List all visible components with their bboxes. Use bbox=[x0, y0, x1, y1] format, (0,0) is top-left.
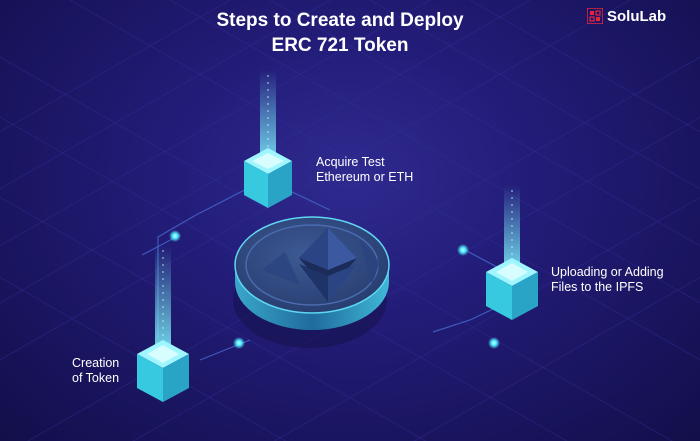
step-label-line: of Token bbox=[72, 371, 120, 385]
step-label-line: Creation bbox=[72, 356, 120, 370]
cube-icon bbox=[244, 148, 292, 208]
brand-name: SoluLab bbox=[607, 7, 667, 25]
glow-dots bbox=[169, 230, 500, 349]
diagram-title: Steps to Create and Deploy ERC 721 Token bbox=[140, 8, 540, 58]
title-line-1: Steps to Create and Deploy bbox=[216, 10, 464, 31]
connector-top-to-coin bbox=[287, 189, 331, 211]
step-label-line: Uploading or Adding bbox=[551, 265, 664, 279]
step-label-line: Acquire Test bbox=[316, 155, 385, 169]
solulab-logo-icon bbox=[587, 8, 603, 24]
step-label-line: Ethereum or ETH bbox=[316, 170, 414, 184]
cube-icon bbox=[137, 340, 189, 402]
brand-logo: SoluLab bbox=[587, 6, 666, 26]
ethereum-coin-icon bbox=[233, 216, 390, 348]
step-label-acquire-eth: Acquire Test Ethereum or ETH bbox=[316, 155, 466, 185]
light-beams bbox=[155, 70, 520, 345]
step-label-upload-ipfs: Uploading or Adding Files to the IPFS bbox=[551, 265, 696, 295]
cube-icon bbox=[486, 258, 538, 320]
step-label-line: Files to the IPFS bbox=[551, 280, 644, 294]
title-line-2: ERC 721 Token bbox=[271, 35, 409, 56]
step-label-create-token: Creation of Token bbox=[72, 356, 152, 386]
